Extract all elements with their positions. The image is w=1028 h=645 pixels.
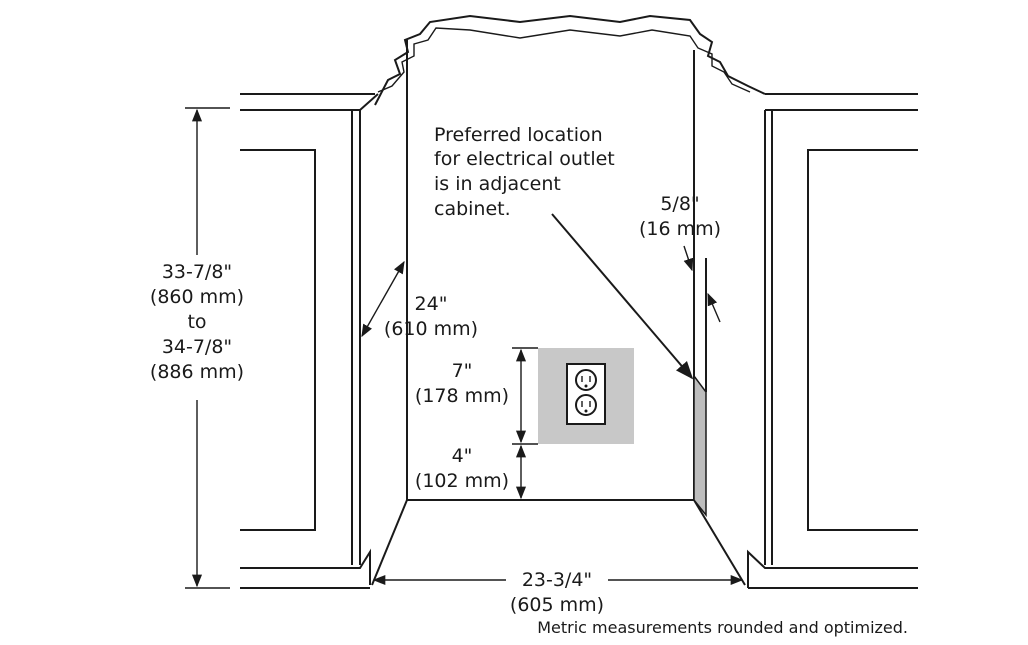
height-label-5: (886 mm) — [150, 361, 244, 383]
side-gap-dimension: 5/8" (16 mm) — [639, 193, 721, 323]
height-label-4: 34-7/8" — [162, 336, 232, 358]
outlet-height-dimension: 7" (178 mm) — [415, 347, 538, 445]
depth-dimension: 24" (610 mm) — [361, 260, 478, 340]
outlet-location-callout: Preferred location for electrical outlet… — [434, 124, 694, 380]
cavity-floor — [371, 499, 746, 586]
side-gap-label-2: (16 mm) — [639, 218, 721, 240]
depth-label-2: (610 mm) — [384, 318, 478, 340]
outlet-socket-bottom — [575, 394, 597, 416]
height-label-3: to — [187, 311, 206, 333]
outlet-offset-label-2: (102 mm) — [415, 470, 509, 492]
metric-footnote: Metric measurements rounded and optimize… — [537, 618, 908, 637]
width-label-2: (605 mm) — [510, 594, 604, 616]
side-gap-label-1: 5/8" — [660, 193, 699, 215]
outlet-height-label-1: 7" — [452, 360, 473, 382]
height-label-2: (860 mm) — [150, 286, 244, 308]
side-panel-strip — [693, 373, 707, 518]
callout-leader-arrow — [551, 213, 694, 380]
depth-label-1: 24" — [415, 293, 448, 315]
callout-line-4: cabinet. — [434, 198, 511, 220]
outlet-height-label-2: (178 mm) — [415, 385, 509, 407]
callout-line-2: for electrical outlet — [434, 148, 615, 170]
callout-line-1: Preferred location — [434, 124, 603, 146]
outlet-offset-dimension: 4" (102 mm) — [415, 444, 527, 500]
height-label-1: 33-7/8" — [162, 261, 232, 283]
left-cabinet — [240, 93, 379, 589]
outlet-offset-label-1: 4" — [452, 445, 473, 467]
right-cabinet — [747, 93, 918, 589]
width-label-1: 23-3/4" — [522, 569, 592, 591]
callout-line-3: is in adjacent — [434, 173, 561, 195]
width-dimension: 23-3/4" (605 mm) — [372, 569, 744, 616]
height-dimension: 33-7/8" (860 mm) to 34-7/8" (886 mm) — [150, 107, 244, 589]
outlet-socket-top — [575, 369, 597, 391]
electrical-outlet — [538, 348, 634, 444]
